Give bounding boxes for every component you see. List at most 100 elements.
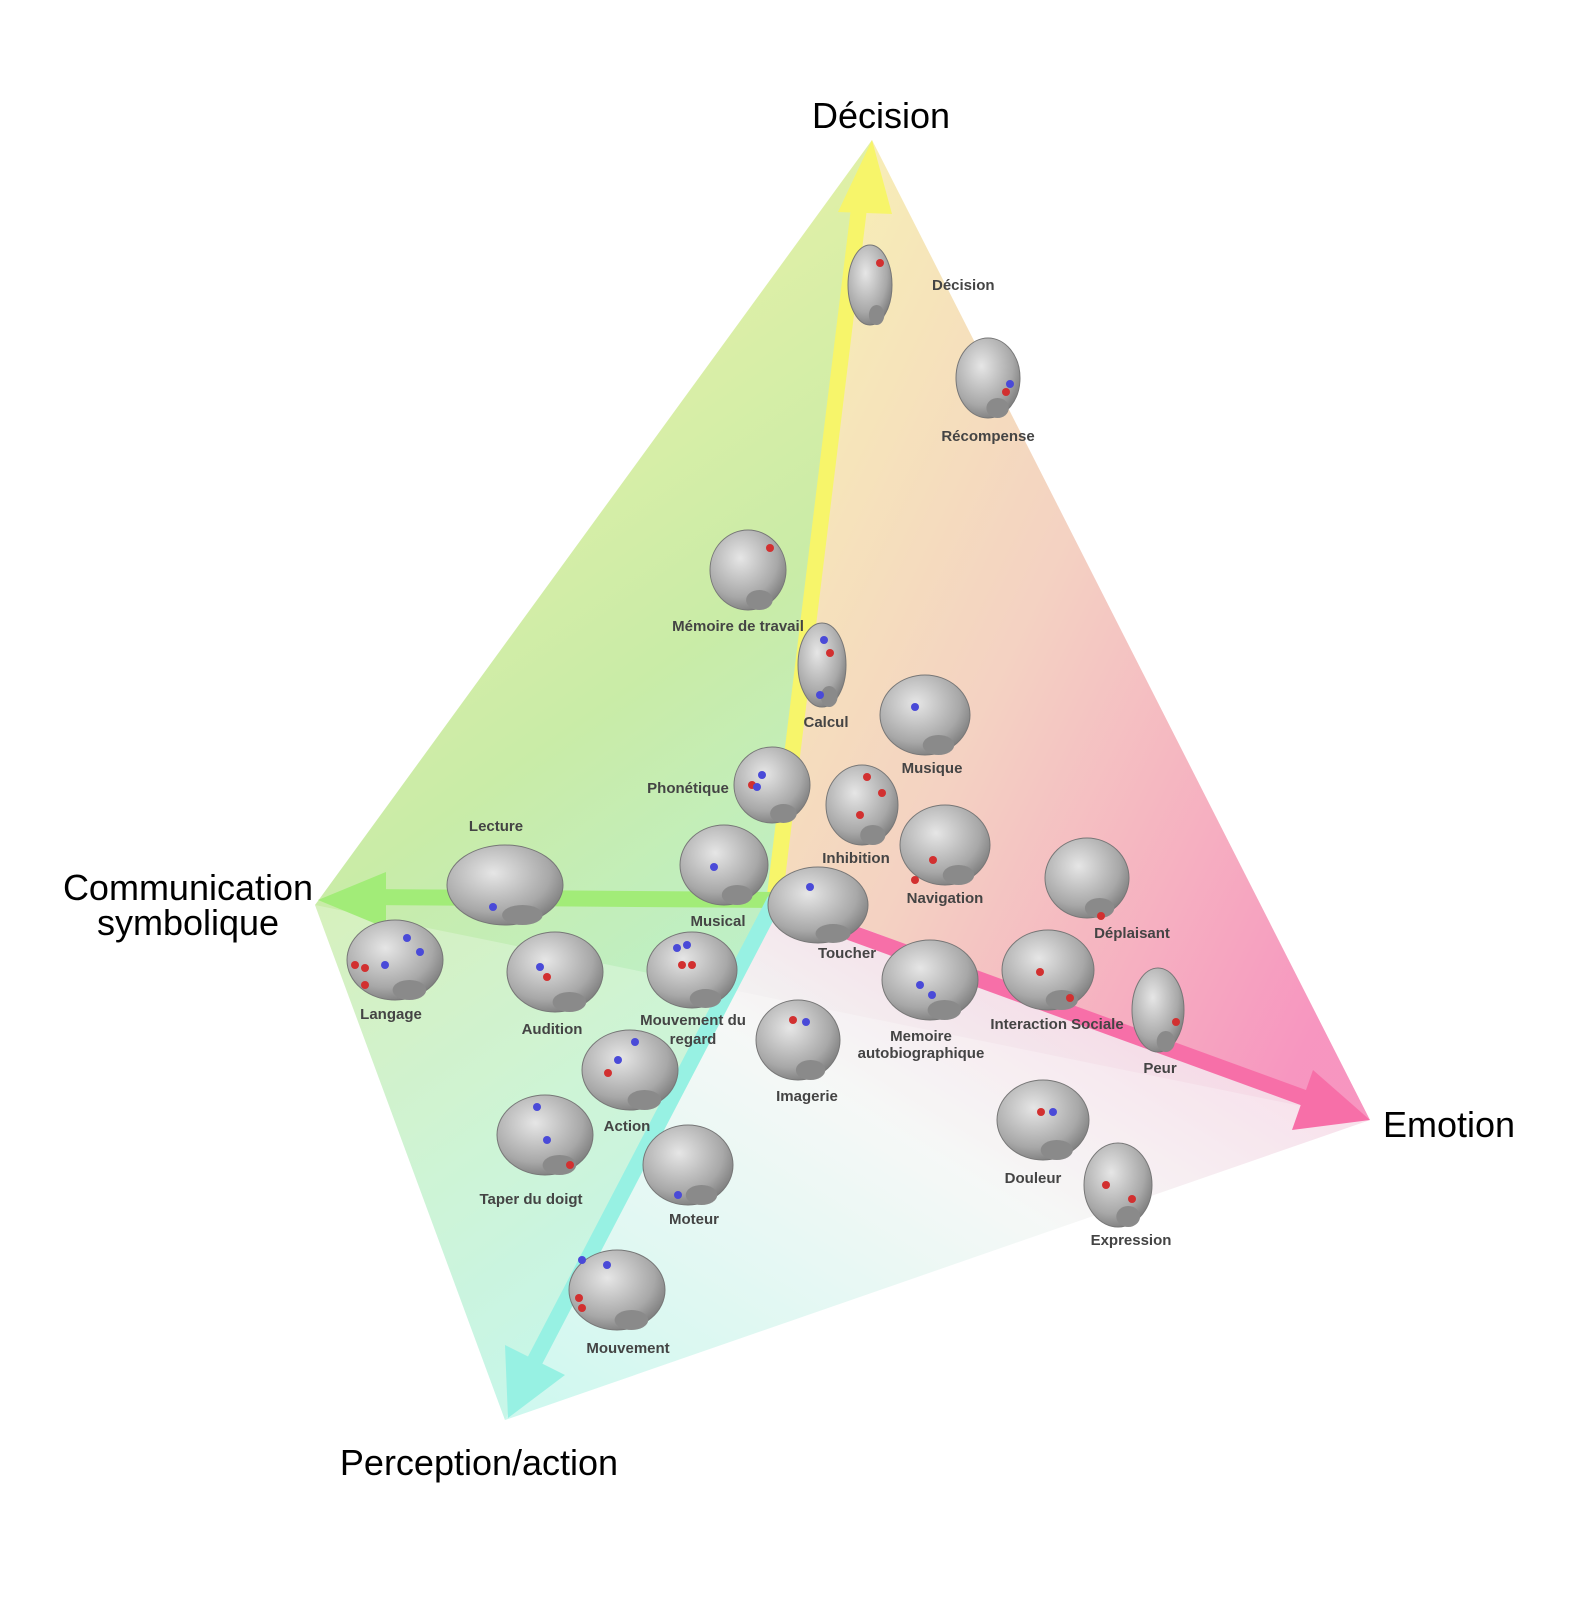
brain-image bbox=[1001, 929, 1095, 1011]
brain-label: Calcul bbox=[803, 714, 848, 731]
activation-blue bbox=[928, 991, 936, 999]
brain-image bbox=[767, 866, 869, 944]
axis-label-communication: Communication bbox=[63, 867, 313, 908]
activation-red bbox=[1066, 994, 1074, 1002]
cerebellum bbox=[815, 924, 851, 943]
activation-blue bbox=[403, 934, 411, 942]
activation-red bbox=[351, 961, 359, 969]
brain-image bbox=[346, 919, 444, 1001]
cerebellum bbox=[927, 1000, 962, 1020]
activation-red bbox=[361, 981, 369, 989]
activation-blue bbox=[816, 691, 824, 699]
activation-blue bbox=[536, 963, 544, 971]
brain-label: Memoire bbox=[890, 1028, 952, 1045]
brain-label: Taper du doigt bbox=[479, 1191, 582, 1208]
brain-label: Moteur bbox=[669, 1211, 719, 1228]
cerebellum bbox=[746, 590, 773, 610]
brain-label: Décision bbox=[932, 277, 995, 294]
activation-red bbox=[856, 811, 864, 819]
brain-label: Musique bbox=[902, 760, 963, 777]
brain-label: Interaction Sociale bbox=[990, 1016, 1123, 1033]
brain-map-item: Mouvement bbox=[568, 1249, 670, 1357]
activation-blue bbox=[489, 903, 497, 911]
brain-image bbox=[797, 622, 847, 708]
brain-image bbox=[496, 1094, 594, 1176]
axis-label-perception: Perception/action bbox=[340, 1442, 618, 1483]
axis-label-decision: Décision bbox=[812, 95, 950, 136]
brain-label: Action bbox=[604, 1118, 651, 1135]
decision-arrowhead bbox=[838, 140, 892, 214]
brain-map-item: Toucher bbox=[767, 866, 876, 962]
brain-label: Musical bbox=[690, 913, 745, 930]
brain-image bbox=[755, 999, 841, 1081]
brain-map-item: Moteur bbox=[642, 1124, 734, 1228]
brain-label: Phonétique bbox=[647, 780, 729, 797]
brain-label: Audition bbox=[522, 1021, 583, 1038]
activation-blue bbox=[820, 636, 828, 644]
brain-label: Navigation bbox=[907, 890, 984, 907]
cerebellum bbox=[685, 1185, 718, 1205]
brain-map-item: Taper du doigt bbox=[479, 1094, 594, 1208]
brain-image bbox=[1044, 837, 1130, 919]
brain-label: Toucher bbox=[818, 945, 876, 962]
cerebellum bbox=[860, 825, 886, 845]
activation-blue bbox=[806, 883, 814, 891]
activation-red bbox=[575, 1294, 583, 1302]
activation-red bbox=[688, 961, 696, 969]
activation-red bbox=[1036, 968, 1044, 976]
activation-red bbox=[1128, 1195, 1136, 1203]
activation-red bbox=[929, 856, 937, 864]
cerebellum bbox=[552, 992, 587, 1012]
brain-label: Douleur bbox=[1005, 1170, 1062, 1187]
brain-label: Expression bbox=[1091, 1232, 1172, 1249]
axis-label-emotion: Emotion bbox=[1383, 1104, 1515, 1145]
brain-label: Lecture bbox=[469, 818, 523, 835]
activation-red bbox=[911, 876, 919, 884]
brain-map-item: Décision bbox=[847, 244, 995, 326]
brain-label: Peur bbox=[1143, 1060, 1177, 1077]
brain-label: Mémoire de travail bbox=[672, 618, 804, 635]
brain-label: Mouvement du bbox=[640, 1012, 746, 1029]
cerebellum bbox=[942, 865, 975, 885]
brain-label: Récompense bbox=[941, 428, 1034, 445]
brain-image bbox=[899, 804, 991, 886]
brain-map-item: Déplaisant bbox=[1044, 837, 1170, 942]
activation-blue bbox=[674, 1191, 682, 1199]
brain-map-item: Inhibition bbox=[822, 764, 899, 867]
brain-map-item: Imagerie bbox=[755, 999, 841, 1105]
brain-image bbox=[1083, 1142, 1153, 1228]
brain-map-item: Action bbox=[581, 1029, 679, 1135]
brain-map-item: Douleur bbox=[996, 1079, 1090, 1187]
axis-label-symbolique: symbolique bbox=[97, 902, 279, 943]
brain-map-item: Interaction Sociale bbox=[990, 929, 1124, 1033]
brain-label: Inhibition bbox=[822, 850, 889, 867]
activation-blue bbox=[673, 944, 681, 952]
cerebellum bbox=[614, 1310, 649, 1330]
activation-red bbox=[876, 259, 884, 267]
brain-map-item: Audition bbox=[506, 931, 604, 1038]
brain-map-item: Mémoire de travail bbox=[672, 529, 804, 635]
activation-blue bbox=[533, 1103, 541, 1111]
activation-red bbox=[361, 964, 369, 972]
activation-blue bbox=[1049, 1108, 1057, 1116]
cerebellum bbox=[1116, 1206, 1141, 1227]
activation-red bbox=[789, 1016, 797, 1024]
activation-blue bbox=[381, 961, 389, 969]
brain-label: Langage bbox=[360, 1006, 422, 1023]
activation-red bbox=[1172, 1018, 1180, 1026]
brain-image bbox=[1131, 967, 1185, 1053]
brain-image bbox=[446, 844, 564, 926]
activation-blue bbox=[578, 1256, 586, 1264]
cerebellum bbox=[820, 686, 838, 707]
activation-blue bbox=[710, 863, 718, 871]
brain-image bbox=[679, 824, 769, 906]
brain-map-item: Phonétique bbox=[647, 746, 811, 824]
activation-blue bbox=[911, 703, 919, 711]
activation-red bbox=[604, 1069, 612, 1077]
face-bottom bbox=[505, 895, 1370, 1420]
brain-label: Imagerie bbox=[776, 1088, 838, 1105]
cerebellum bbox=[627, 1090, 662, 1110]
activation-red bbox=[766, 544, 774, 552]
